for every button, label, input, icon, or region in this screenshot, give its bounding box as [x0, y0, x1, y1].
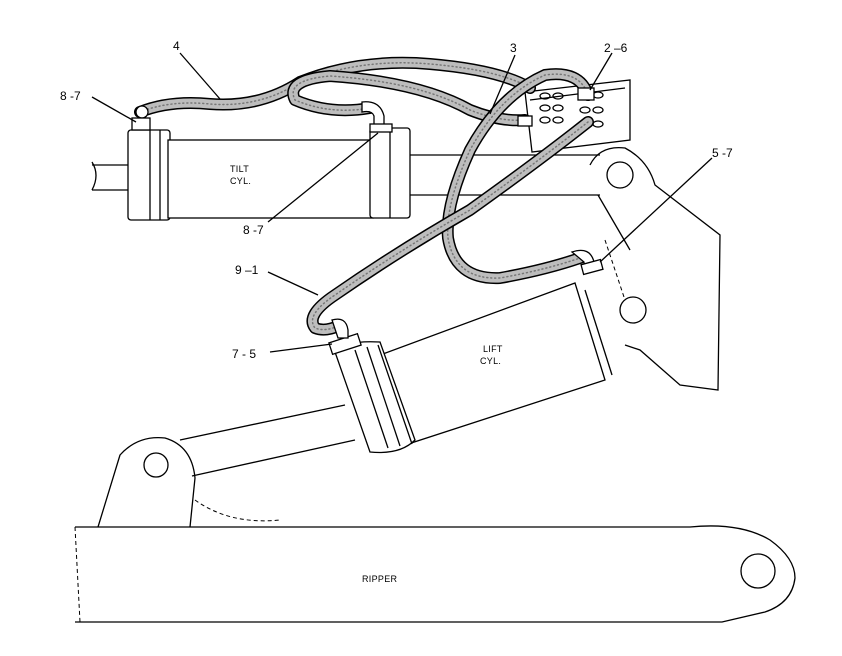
hose-3 [287, 70, 531, 127]
callout-8-7-top: 8 -7 [60, 89, 81, 103]
hose-9-1 [306, 116, 594, 336]
callout-labels: 4 3 2 –6 8 -7 8 -7 5 -7 9 –1 7 - 5 [60, 39, 733, 361]
tilt-cyl-label-2: CYL. [230, 176, 251, 186]
ripper-beam: RIPPER [74, 525, 796, 623]
callout-3: 3 [510, 41, 517, 55]
hose-2-6 [441, 68, 594, 285]
elbow-fitting-icon [517, 87, 595, 127]
lift-cyl-label-2: CYL. [480, 356, 501, 366]
ripper-linkage [97, 404, 356, 528]
tilt-cylinder: TILT CYL. [91, 127, 600, 221]
elbow-fitting-icon [361, 101, 393, 133]
callout-2-6: 2 –6 [604, 41, 628, 55]
tilt-cyl-label-1: TILT [230, 164, 249, 174]
callout-8-7-bottom: 8 -7 [243, 223, 264, 237]
callout-9-1: 9 –1 [235, 263, 259, 277]
callout-4: 4 [173, 39, 180, 53]
callout-5-7: 5 -7 [712, 146, 733, 160]
elbow-fitting-icon [331, 318, 349, 339]
callout-7-5: 7 - 5 [232, 347, 256, 361]
leader-lines [91, 52, 713, 353]
lift-cylinder: LIFT CYL. [328, 282, 613, 454]
ripper-label: RIPPER [362, 574, 398, 584]
fittings [131, 87, 604, 339]
elbow-fitting-icon [570, 249, 604, 276]
frame-bracket [589, 146, 721, 391]
lift-cyl-label-1: LIFT [483, 344, 503, 354]
hoses [134, 56, 594, 336]
elbow-fitting-icon [131, 105, 151, 131]
